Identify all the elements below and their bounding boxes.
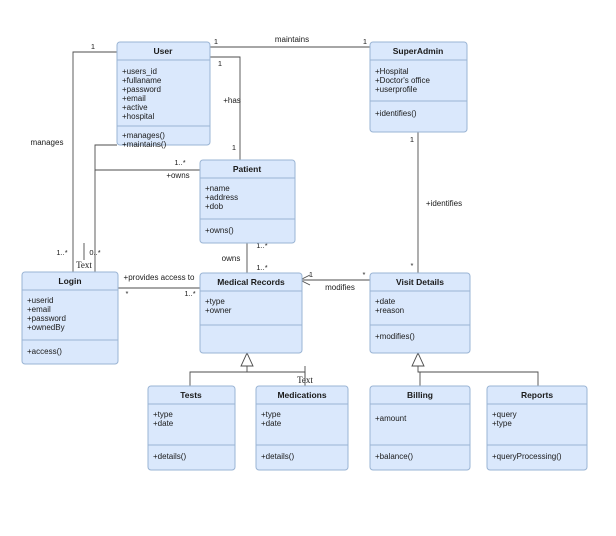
class-user-title: User (154, 46, 174, 56)
class-visitdetails-method-0: +modifies() (375, 332, 415, 341)
edge-identifies-label: +identifies (426, 199, 462, 208)
edge-maintains-label: maintains (275, 35, 309, 44)
class-medications-method-0: +details() (261, 452, 294, 461)
class-tests[interactable]: Tests +type +date +details() (147, 385, 236, 471)
class-patient-attr-2: +dob (205, 202, 224, 211)
edge-provides-access-to: +provides access to * 1..* (118, 273, 200, 298)
class-billing[interactable]: Billing +amount +balance() (369, 385, 471, 471)
edge-provides-access-label: +provides access to (124, 273, 195, 282)
class-tests-method-0: +details() (153, 452, 186, 461)
class-superadmin-method-0: +identifies() (375, 109, 417, 118)
edge-modifies-from-mult: * (363, 270, 366, 279)
class-user-method-0: +manages() (122, 131, 165, 140)
class-patient-attr-0: +name (205, 184, 230, 193)
edge-owns-user-patient-label: +owns (166, 171, 189, 180)
edge-manages-from-mult: 1 (91, 42, 95, 51)
class-user-attr-1: +fullaname (122, 76, 162, 85)
class-user-attr-0: +users_id (122, 67, 157, 76)
class-login[interactable]: Login +userid +email +password +ownedBy … (21, 271, 119, 365)
edge-owns-patient-records-label: owns (222, 254, 241, 263)
class-medications-attr-0: +type (261, 410, 281, 419)
class-user-attr-3: +email (122, 94, 146, 103)
class-patient[interactable]: Patient +name +address +dob +owns() (199, 159, 296, 244)
edge-manages: manages 1 1..* (31, 42, 117, 272)
edge-owns-patient-records-from-mult: 1..* (256, 241, 267, 250)
class-visitdetails-title: Visit Details (396, 277, 444, 287)
edge-owns-user-patient: +owns 1..* 0..* (89, 144, 200, 272)
edge-modifies-label: modifies (325, 283, 355, 292)
class-superadmin-attr-0: +Hospital (375, 67, 409, 76)
class-patient-attr-1: +address (205, 193, 238, 202)
class-medications-title: Medications (277, 390, 326, 400)
note-medications-text: Text (297, 375, 313, 385)
edge-maintains: maintains 1 1 (210, 35, 370, 48)
edge-has-label: +has (223, 96, 241, 105)
class-medicalrecords-attr-1: +owner (205, 306, 232, 315)
generalization-triangle-records (240, 351, 254, 367)
class-billing-attr-0: +amount (375, 414, 407, 423)
class-patient-method-0: +owns() (205, 226, 234, 235)
class-login-attr-3: +ownedBy (27, 323, 65, 332)
class-login-method-0: +access() (27, 347, 62, 356)
class-medicalrecords-title: Medical Records (217, 277, 285, 287)
edge-modifies: modifies * 1 (298, 270, 370, 292)
class-user-attr-2: +password (122, 85, 161, 94)
edge-provides-access-from-mult: * (126, 289, 129, 298)
class-reports-title: Reports (521, 390, 553, 400)
edge-provides-access-to-mult: 1..* (184, 289, 195, 298)
edge-manages-to-mult: 1..* (56, 248, 67, 257)
class-login-title: Login (58, 276, 81, 286)
class-user-attr-4: +active (122, 103, 148, 112)
class-medicalrecords[interactable]: Medical Records +type +owner (199, 272, 303, 354)
edge-identifies: +identifies 1 * (410, 132, 462, 273)
edge-generalization-visit-details (411, 351, 539, 386)
class-reports-method-0: +queryProcessing() (492, 452, 562, 461)
generalization-triangle-visit (411, 351, 425, 367)
class-login-attr-1: +email (27, 305, 51, 314)
class-visitdetails-attr-1: +reason (375, 306, 404, 315)
class-reports-attr-0: +query (492, 410, 517, 419)
edge-identifies-to-mult: * (411, 261, 414, 270)
class-superadmin-attr-1: +Doctor's office (375, 76, 431, 85)
class-billing-title: Billing (407, 390, 433, 400)
class-superadmin-title: SuperAdmin (393, 46, 444, 56)
edge-has-to-mult: 1 (232, 143, 236, 152)
class-user[interactable]: User +users_id +fullaname +password +ema… (116, 41, 211, 149)
edge-manages-label: manages (31, 138, 64, 147)
class-tests-attr-1: +date (153, 419, 174, 428)
class-login-attr-2: +password (27, 314, 66, 323)
class-reports[interactable]: Reports +query +type +queryProcessing() (486, 385, 588, 471)
class-patient-title: Patient (233, 164, 262, 174)
class-medications-attr-1: +date (261, 419, 282, 428)
edge-identifies-from-mult: 1 (410, 135, 414, 144)
edge-generalization-medical-records (189, 351, 306, 386)
edge-owns-patient-records: owns 1..* 1..* (222, 241, 268, 273)
class-visitdetails[interactable]: Visit Details +date +reason +modifies() (369, 272, 471, 354)
edge-has-from-mult: 1 (218, 59, 222, 68)
class-tests-title: Tests (180, 390, 202, 400)
class-tests-attr-0: +type (153, 410, 173, 419)
class-login-attr-0: +userid (27, 296, 53, 305)
edge-maintains-from-mult: 1 (214, 37, 218, 46)
class-billing-method-0: +balance() (375, 452, 413, 461)
note-login-text: Text (76, 260, 92, 270)
class-superadmin-attr-2: +userprofile (375, 85, 418, 94)
edge-owns-patient-records-to-mult: 1..* (256, 263, 267, 272)
edge-maintains-to-mult: 1 (363, 37, 367, 46)
edge-owns-user-patient-from-mult: 1..* (174, 158, 185, 167)
class-reports-attr-1: +type (492, 419, 512, 428)
class-medications[interactable]: Medications +type +date +details() (255, 385, 349, 471)
class-user-method-1: +maintains() (122, 140, 167, 149)
class-superadmin[interactable]: SuperAdmin +Hospital +Doctor's office +u… (369, 41, 468, 133)
edge-has: +has 1 1 (210, 56, 241, 160)
edge-modifies-to-mult: 1 (309, 270, 313, 279)
class-medicalrecords-attr-0: +type (205, 297, 225, 306)
class-user-attr-5: +hospital (122, 112, 154, 121)
edge-owns-user-patient-to-mult: 0..* (89, 248, 100, 257)
class-visitdetails-attr-0: +date (375, 297, 396, 306)
